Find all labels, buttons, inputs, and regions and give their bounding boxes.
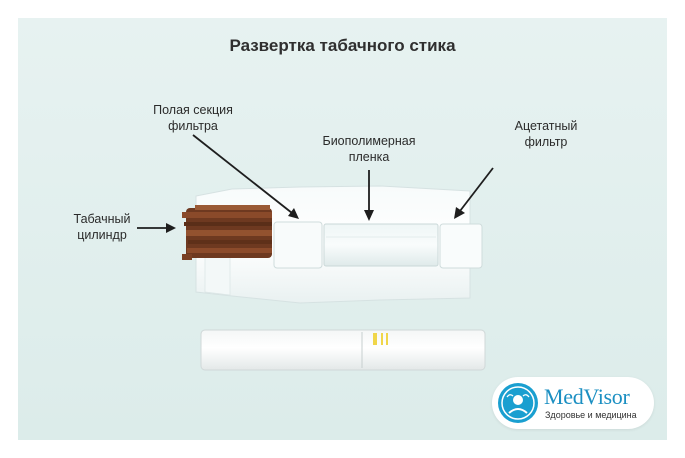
biopolymer-film xyxy=(323,223,439,267)
stick-band xyxy=(373,333,377,345)
hollow-filter-section xyxy=(273,221,323,269)
tobacco-cylinder xyxy=(182,205,272,260)
arrow-acetate xyxy=(459,167,494,212)
logo-brand-name: MedVisor xyxy=(544,384,630,409)
medvisor-logo: MedVisor Здоровье и медицина xyxy=(492,377,654,429)
label-hollow-filter: Полая секция фильтра xyxy=(153,103,233,133)
assembled-stick xyxy=(200,329,486,371)
diagram-title: Развертка табачного стика xyxy=(229,36,456,55)
medvisor-emblem-icon xyxy=(498,383,538,423)
acetate-filter xyxy=(439,223,483,269)
label-acetate-filter: Ацетатный фильтр xyxy=(514,119,578,149)
paper-fold xyxy=(204,251,231,296)
label-biopolymer-film: Биополимерная пленка xyxy=(322,134,416,164)
label-tobacco-cylinder: Табачный цилиндр xyxy=(73,212,131,242)
arrow-hollow xyxy=(192,134,293,214)
logo-tagline: Здоровье и медицина xyxy=(545,410,637,420)
